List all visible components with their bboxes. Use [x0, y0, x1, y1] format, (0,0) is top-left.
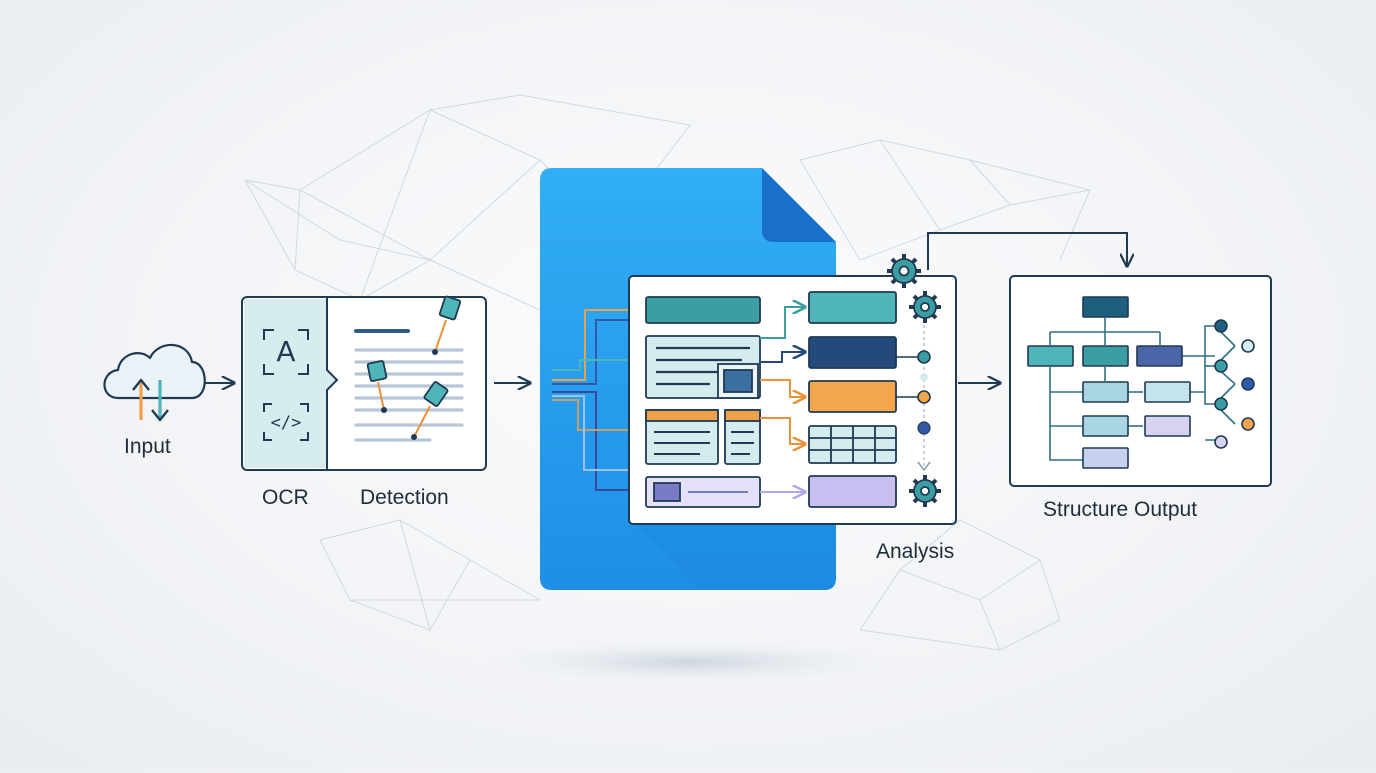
structure-output-dots — [1214, 319, 1255, 449]
structure-tree-nodes — [1027, 296, 1191, 469]
ocr-code-icon — [263, 403, 309, 441]
analysis-status-dots — [896, 325, 931, 472]
floor-shadow — [480, 640, 900, 684]
input-cloud-icon — [103, 343, 206, 422]
ocr-letter-glyph: A — [276, 335, 295, 368]
document-connector-lines — [552, 309, 640, 491]
ocr-text-recognition-icon — [263, 329, 309, 375]
label-input: Input — [124, 435, 171, 458]
gear-icon — [909, 475, 941, 507]
gear-icon — [887, 254, 921, 288]
analysis-input-blocks — [645, 296, 761, 508]
label-detection: Detection — [360, 486, 449, 509]
detection-scanner-icon — [366, 295, 462, 440]
structure-tree-connectors — [1049, 318, 1236, 461]
analysis-flow-arrows — [760, 307, 805, 492]
ocr-detection-panel — [241, 296, 487, 471]
ocr-code-glyph: </> — [271, 413, 302, 433]
label-analysis: Analysis — [876, 540, 955, 563]
gear-icon — [909, 291, 941, 323]
analysis-output-blocks — [808, 291, 897, 508]
label-ocr: OCR — [262, 486, 309, 509]
arrow-analysis-feedback-top — [927, 232, 1127, 270]
label-structure-output: Structure Output — [1043, 498, 1198, 521]
